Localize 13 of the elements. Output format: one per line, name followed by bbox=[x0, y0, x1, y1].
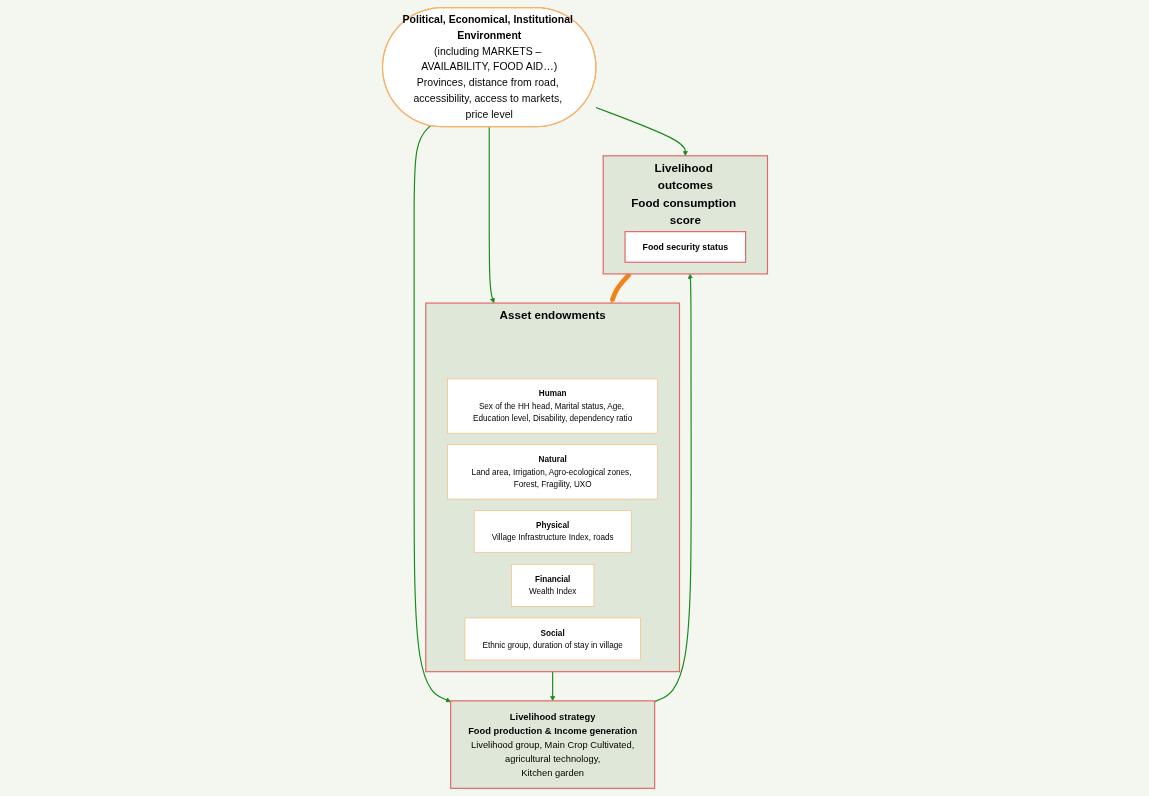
arrow bbox=[609, 272, 631, 304]
arrow bbox=[488, 126, 495, 304]
arrow bbox=[549, 671, 555, 702]
arrow bbox=[653, 273, 693, 703]
node-box: Natural Land area, Irrigation, Agro-ecological zones, Forest, Fragility, UXO bbox=[446, 444, 658, 500]
node-box: Physical Village Infrastructure Index, roads bbox=[473, 510, 631, 553]
arrow bbox=[594, 106, 688, 157]
node-box: Food security status bbox=[623, 231, 746, 263]
node-box: Livelihood strategy Food production & Income generation Livelihood group, Main Crop Cultivated, agricultural technology, Kitchen garden bbox=[449, 700, 655, 789]
node-box: Human Sex of the HH head, Marital status, Age, Education level, Disability, dependency ratio bbox=[446, 378, 658, 434]
arrow bbox=[413, 125, 451, 703]
node-box: Financial Wealth Index bbox=[510, 564, 594, 607]
node-box: Social Ethnic group, duration of stay in village bbox=[464, 617, 641, 661]
